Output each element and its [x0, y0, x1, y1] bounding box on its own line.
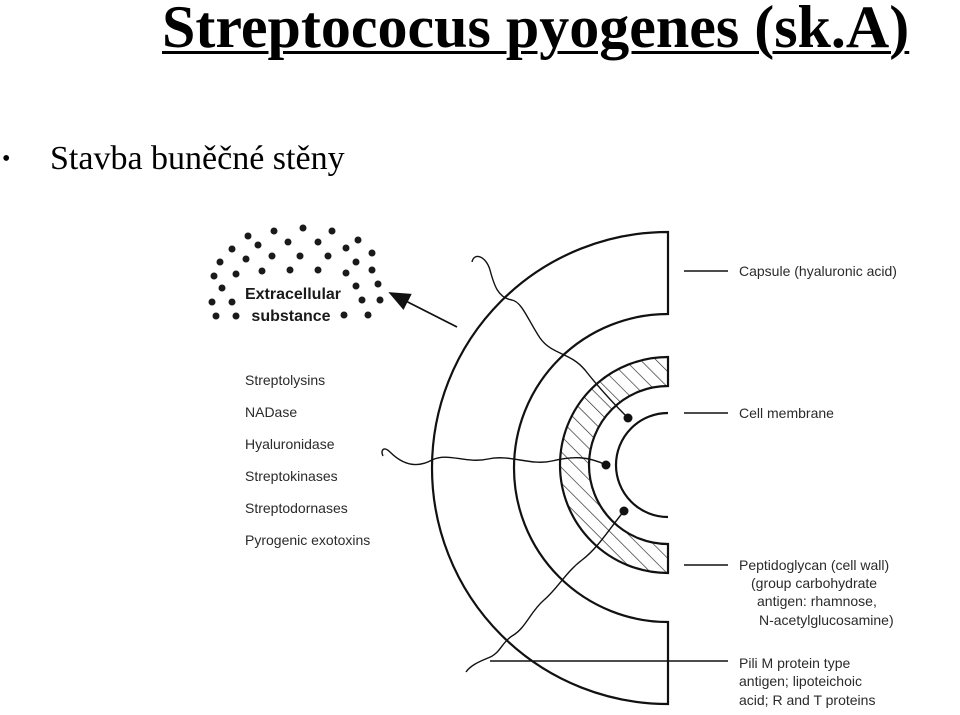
peptidoglycan-label: (group carbohydrate: [751, 575, 877, 591]
enzyme-label: NADase: [245, 404, 297, 420]
pili-label: antigen; lipoteichoic: [739, 673, 862, 689]
capsule-label: Capsule (hyaluronic acid): [739, 263, 897, 279]
pili-label: acid; R and T proteins: [739, 692, 875, 708]
extracellular-label: Extracellular: [245, 286, 341, 303]
bullet-item: • Stavba buněčné stěny: [0, 137, 345, 181]
extracellular-label: substance: [251, 308, 330, 325]
enzyme-label: Streptolysins: [245, 372, 325, 388]
enzyme-label: Hyaluronidase: [245, 436, 335, 452]
peptidoglycan-label: N-acetylglucosamine): [759, 612, 894, 628]
bullet-text: Stavba buněčné stěny: [50, 140, 345, 177]
leader-lines: [490, 270, 728, 662]
slide-title: Streptococus pyogenes (sk.A): [162, 0, 910, 60]
bullet-icon: •: [2, 145, 11, 172]
secretion-arrow: [388, 292, 458, 328]
pili-label: Pili M protein type: [739, 655, 850, 671]
peptidoglycan-label: Peptidoglycan (cell wall): [739, 557, 889, 573]
peptidoglycan-layer: [558, 355, 670, 575]
extracellular-dots: [208, 224, 384, 320]
cell-membrane-label: Cell membrane: [739, 405, 834, 421]
capsule-layer: [430, 230, 670, 706]
peptidoglycan-label: antigen: rhamnose,: [757, 593, 877, 609]
pili-strands: [381, 255, 629, 673]
enzyme-label: Pyrogenic exotoxins: [245, 532, 370, 548]
cell-membrane-arc: [614, 411, 669, 519]
enzyme-label: Streptokinases: [245, 468, 338, 484]
enzyme-label: Streptodornases: [245, 500, 348, 516]
